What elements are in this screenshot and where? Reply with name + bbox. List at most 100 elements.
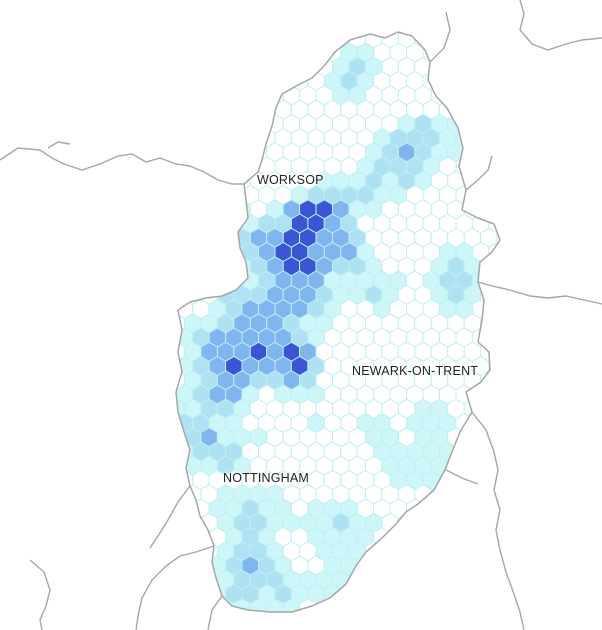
hex-cell [216, 56, 235, 77]
hex-cell [323, 583, 342, 605]
hex-cell [488, 384, 500, 405]
hex-cell [226, 613, 242, 630]
hex-cell [455, 583, 473, 605]
hex-cell [488, 32, 500, 35]
hex-cell [192, 127, 210, 149]
hex-cell [488, 70, 500, 92]
hex-cell [282, 598, 301, 612]
hex-cell [208, 213, 227, 234]
county-boundary [175, 31, 501, 613]
hex-cell [463, 512, 482, 533]
hex-cell [488, 355, 500, 377]
hex-cell [422, 526, 440, 548]
hex-cell [381, 598, 399, 612]
hex-cell [480, 32, 498, 49]
hex-cell [258, 42, 276, 63]
hex-cell [463, 56, 482, 77]
hex-cell [471, 469, 490, 491]
hex-cell [192, 42, 210, 63]
hex-cell [176, 184, 194, 206]
hex-cell [471, 156, 490, 177]
hex-cell [471, 384, 490, 405]
hex-cell [430, 569, 449, 590]
hex-cell [496, 199, 500, 220]
hex-cell [455, 469, 473, 491]
hex-cell [176, 32, 194, 35]
hex-cell [406, 555, 424, 576]
hex-cell [200, 227, 218, 248]
hex-cell [463, 569, 482, 590]
hex-cell [192, 555, 210, 576]
hex-cell [373, 583, 391, 605]
hex-cell [193, 613, 209, 630]
hex-cell [216, 227, 235, 248]
hex-cell [249, 85, 268, 106]
hex-cell [414, 569, 432, 590]
hex-cell [414, 598, 432, 612]
hex-cell [176, 583, 194, 605]
hex-cell [216, 85, 235, 106]
hex-cell [496, 484, 500, 505]
hex-cell [323, 32, 342, 35]
hex-cell [488, 327, 500, 348]
hex-cell [192, 70, 210, 92]
hex-cell [241, 99, 259, 120]
hex-cell [290, 32, 309, 35]
hex-cell [414, 512, 432, 533]
hex-cell [414, 541, 432, 562]
hex-cell [208, 127, 227, 149]
hex-cell [496, 85, 500, 106]
hex-cell [200, 85, 218, 106]
hex-cell [447, 541, 465, 562]
hex-cell [176, 256, 185, 277]
hex-cell [480, 398, 498, 419]
hex-cell [208, 42, 227, 63]
hex-cell [176, 484, 185, 505]
hex-cell [176, 156, 177, 177]
hex-cell [184, 170, 202, 191]
hex-cell [488, 99, 500, 120]
hex-cell [447, 569, 465, 590]
hex-cell [332, 598, 350, 612]
hex-cell [480, 199, 498, 220]
hex-cell [430, 541, 449, 562]
hex-cell [225, 127, 243, 149]
hex-cell [233, 142, 251, 163]
hex-cell [176, 469, 177, 491]
hex-cell [463, 484, 482, 505]
hex-cell [200, 199, 218, 220]
hex-cell [184, 569, 202, 590]
hex-cell [480, 598, 498, 612]
hex-cell [208, 583, 227, 605]
hex-cell [463, 113, 482, 134]
hex-cell [480, 512, 498, 533]
hex-cell [456, 613, 472, 630]
hex-cell [407, 613, 423, 630]
hex-cell [389, 583, 408, 605]
hex-cell [496, 142, 500, 163]
hex-cell [496, 32, 500, 49]
hex-cell [184, 113, 202, 134]
hex-cell [423, 613, 440, 630]
hex-cell [422, 555, 440, 576]
hex-cell [430, 598, 449, 612]
hex-cell [176, 170, 185, 191]
hex-cell [447, 484, 465, 505]
hex-cell [422, 498, 440, 519]
hex-cell [439, 70, 457, 92]
hex-cell [176, 241, 194, 263]
hex-cell [488, 42, 500, 63]
hex-cell [176, 412, 177, 434]
hex-cell [176, 270, 177, 291]
hex-cell [241, 70, 259, 92]
hex-cell [471, 32, 490, 35]
hex-cell [374, 613, 390, 630]
hex-cell [208, 241, 227, 263]
hex-cell [480, 85, 498, 106]
hex-cell [208, 32, 227, 35]
hex-density-layer [176, 32, 500, 630]
hex-cell [176, 213, 194, 234]
hex-cell [315, 32, 333, 49]
